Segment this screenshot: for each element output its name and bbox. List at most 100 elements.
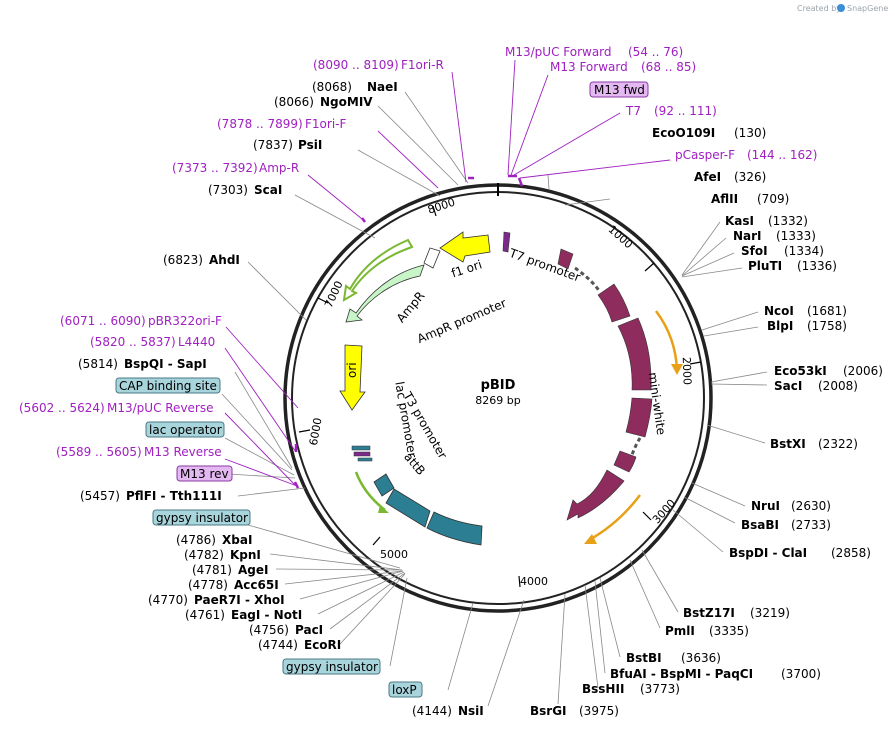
mini-white-seg1 (557, 248, 574, 270)
ampr-arrow (345, 264, 425, 323)
site-paer7i-xhoi: PaeR7I - XhoI (194, 593, 285, 607)
m13-fwd-label: M13 fwd (594, 83, 645, 97)
primer-marks (293, 174, 524, 489)
site-pmli: PmlI (665, 624, 695, 638)
site-ncoi-pos: (1681) (807, 304, 847, 318)
site-ecoo109i-pos: (130) (734, 126, 766, 140)
site-pflfi-pos: (5457) (80, 489, 120, 503)
site-paer7i-pos: (4770) (148, 593, 188, 607)
tick-5000: 5000 (380, 548, 408, 561)
t7-promoter-mark (502, 231, 511, 253)
site-scai: ScaI (254, 183, 282, 197)
site-bsshii-pos: (3773) (640, 682, 680, 696)
site-sfoi: SfoI (741, 244, 768, 258)
site-bstxi-pos: (2322) (818, 437, 858, 451)
site-ecoo109i: EcoO109I (652, 126, 715, 140)
attb-block-3 (385, 488, 431, 528)
tick-4000: 4000 (520, 575, 548, 588)
cap-binding-site-box (115, 377, 221, 394)
cap-binding-site-label: CAP binding site (119, 379, 217, 393)
primer-t7-pos: (92 .. 111) (654, 104, 717, 118)
tick-1000: 1000 (606, 223, 636, 251)
primer-l4440: L4440 (178, 335, 215, 349)
mini-white-seg5 (613, 450, 637, 473)
site-bstz17i-pos: (3219) (750, 606, 790, 620)
primer-m13puc-reverse: M13/pUC Reverse (107, 401, 214, 415)
credit-brand: SnapGene (847, 4, 888, 13)
f1-ori-label: f1 ori (450, 257, 484, 280)
primer-pcasper-f-pos: (144 .. 162) (747, 148, 817, 162)
primer-m13-forward-pos: (68 .. 85) (641, 60, 696, 74)
ampr-promoter-block (423, 247, 441, 269)
site-eagi-pos: (4761) (185, 608, 225, 622)
lac-operator-box (145, 421, 225, 438)
green-arrowhead-lower (378, 505, 389, 513)
primer-f1ori-r: F1ori-R (401, 58, 444, 72)
site-pmli-pos: (3335) (709, 624, 749, 638)
primer-m13-forward: M13 Forward (550, 60, 628, 74)
site-bspdi-clai: BspDI - ClaI (729, 546, 807, 560)
primer-m13-reverse-pos: (5589 .. 5605) (56, 445, 142, 459)
site-ahdi-pos: (6823) (163, 253, 203, 267)
lac-operator-label: lac operator (149, 423, 222, 437)
gypsy-insulator-label-1: gypsy insulator (156, 511, 248, 525)
primer-l4440-pos: (5820 .. 5837) (90, 335, 176, 349)
site-saci-pos: (2008) (818, 379, 858, 393)
lac-operator-mark (351, 445, 371, 451)
site-ecori-pos: (4744) (258, 638, 298, 652)
site-bspqi-pos: (5814) (78, 357, 118, 371)
site-paci: PacI (295, 623, 323, 637)
site-xbai-pos: (4786) (176, 533, 216, 547)
primer-m13-reverse: M13 Reverse (144, 445, 222, 459)
snapgene-logo-icon (837, 4, 845, 12)
site-paci-pos: (4756) (249, 623, 289, 637)
site-xbai: XbaI (222, 533, 252, 547)
cap-site-mark (357, 457, 373, 462)
attb-block-1 (373, 473, 395, 497)
site-kasi-pos: (1332) (768, 214, 808, 228)
primer-m13puc-forward-pos: (54 .. 76) (628, 45, 683, 59)
site-ngomiv: NgoMIV (320, 95, 373, 109)
site-ncoi: NcoI (764, 304, 794, 318)
primer-m13puc-forward: M13/pUC Forward (505, 45, 612, 59)
site-acc65i: Acc65I (234, 578, 279, 592)
site-acc65i-pos: (4778) (188, 578, 228, 592)
ampr-primer-arrow (342, 238, 414, 302)
primer-f1ori-f-pos: (7878 .. 7899) (217, 117, 303, 131)
primer-pcasper-f: pCasper-F (675, 148, 735, 162)
site-agei-pos: (4781) (192, 563, 232, 577)
m13-rev-mark (353, 451, 371, 457)
tick-8000: 8000 (426, 196, 457, 217)
primer-pbr322ori-f: pBR322ori-F (148, 314, 222, 328)
primer-lines (224, 59, 671, 487)
site-bsrgi-pos: (3975) (579, 704, 619, 718)
primer-m13puc-reverse-pos: (5602 .. 5624) (19, 401, 105, 415)
mini-white-intron2 (630, 437, 642, 456)
gypsy-insulator-box-1 (152, 509, 251, 526)
orange-arrowhead-lower (584, 534, 597, 544)
orange-arrowhead-right (671, 364, 683, 375)
site-nrui: NruI (751, 499, 780, 513)
gypsy-insulator-label-2: gypsy insulator (286, 660, 378, 674)
primer-amp-r: Amp-R (259, 161, 299, 175)
site-aflii-pos: (709) (757, 192, 789, 206)
site-eco53ki-pos: (2006) (843, 364, 883, 378)
site-bsabi-pos: (2733) (791, 518, 831, 532)
site-kasi: KasI (725, 214, 754, 228)
primer-f1ori-f: F1ori-F (305, 117, 346, 131)
ampr-label: AmpR (394, 289, 428, 325)
primer-t7: T7 (625, 104, 641, 118)
mini-white-seg2 (597, 283, 631, 323)
site-pflfi-tth111i: PflFI - Tth111I (126, 489, 222, 503)
loxp-box (388, 681, 423, 698)
site-blpi: BlpI (767, 319, 793, 333)
t7-promoter-label: T7 promoter (507, 246, 583, 285)
m13-fwd-box (589, 81, 649, 98)
site-bstbi: BstBI (626, 651, 662, 665)
attb-block-2 (426, 511, 483, 546)
ticks (298, 205, 702, 588)
site-bsshii: BssHII (582, 682, 624, 696)
site-bstbi-pos: (3636) (681, 651, 721, 665)
site-eco53ki: Eco53kI (774, 364, 827, 378)
site-pluti-pos: (1336) (797, 259, 837, 273)
